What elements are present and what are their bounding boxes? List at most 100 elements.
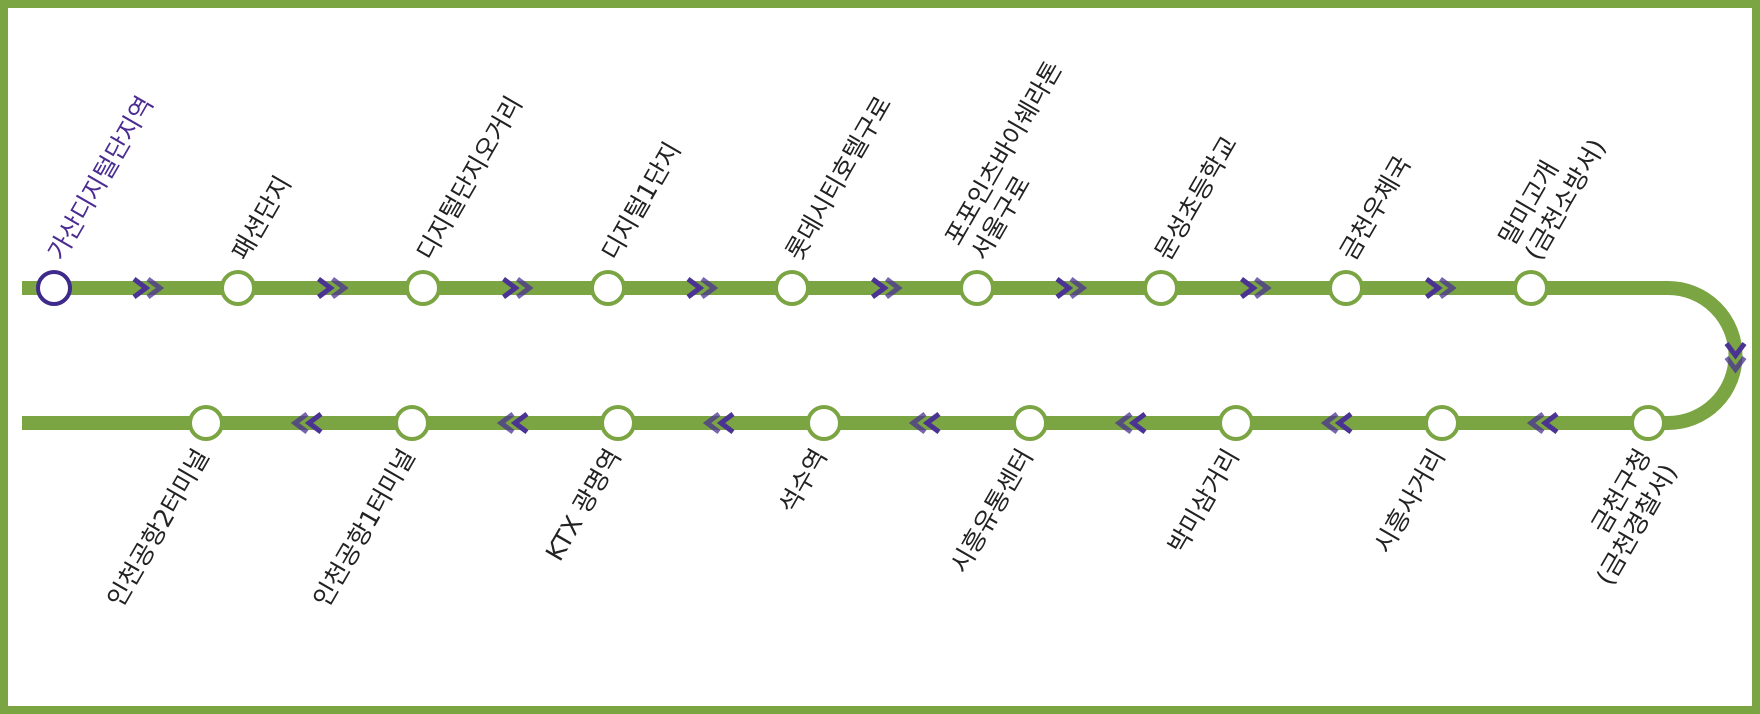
chevron-icon [1724, 356, 1747, 374]
lower-stop-label-4: 석수역 [773, 444, 833, 518]
lower-stop-marker-4[interactable] [806, 405, 842, 441]
lower-stop-marker-7[interactable] [188, 405, 224, 441]
direction-arrow-right [871, 277, 903, 299]
chevron-icon [304, 412, 323, 434]
direction-arrow-left [1526, 412, 1559, 434]
direction-arrows [132, 277, 1747, 434]
chevron-icon [871, 277, 889, 299]
chevron-icon [317, 277, 335, 299]
upper-stop-marker-7[interactable] [1328, 270, 1364, 306]
chevron-icon [1439, 277, 1457, 299]
upper-stop-label-0: 가산디지털단지역 [42, 91, 159, 265]
upper-stop-marker-8[interactable] [1513, 270, 1549, 306]
upper-stop-marker-6[interactable] [1143, 270, 1179, 306]
lower-stop-label-1: 시흥사거리 [1368, 444, 1451, 558]
chevron-icon [885, 277, 903, 299]
lower-stop-marker-3[interactable] [1012, 405, 1048, 441]
upper-stop-label-7: 금천우체국 [1334, 151, 1417, 265]
chevron-icon [1320, 412, 1339, 434]
lower-stop-label-line: KTX 광명역 [540, 444, 627, 566]
chevron-icon [510, 412, 529, 434]
direction-arrow-left [908, 412, 941, 434]
chevron-icon [502, 277, 520, 299]
chevron-icon [700, 277, 719, 299]
lower-stop-label-0: 금천구청(금천경찰서) [1565, 444, 1683, 590]
direction-arrow-right [686, 277, 719, 299]
lower-stop-label-3: 시흥유통센터 [945, 444, 1039, 578]
lower-stop-marker-2[interactable] [1218, 405, 1254, 441]
chevron-icon [1526, 412, 1545, 434]
chevron-icon [1425, 277, 1443, 299]
lower-stop-label-line: 시흥유통센터 [945, 444, 1039, 578]
upper-stop-marker-2[interactable] [405, 270, 441, 306]
upper-stop-label-2: 디지털단지오거리 [411, 91, 528, 265]
chevron-icon [290, 412, 309, 434]
chevron-icon [922, 412, 941, 434]
lower-stop-label-line: 인천공항1터미널 [307, 444, 421, 612]
route-line [22, 281, 1743, 430]
upper-stop-label-6: 문성초등학교 [1149, 131, 1243, 265]
direction-arrow-left [1114, 412, 1147, 434]
chevron-icon [1114, 412, 1133, 434]
chevron-icon [702, 412, 721, 434]
lower-stop-marker-5[interactable] [600, 405, 636, 441]
chevron-icon [146, 277, 165, 299]
chevron-icon [132, 277, 151, 299]
direction-arrow-left [290, 412, 323, 434]
chevron-icon [331, 277, 349, 299]
upper-stop-label-line: 문성초등학교 [1149, 131, 1243, 265]
upper-stop-marker-1[interactable] [220, 270, 256, 306]
lower-stop-label-line: 시흥사거리 [1368, 444, 1451, 558]
lower-stop-marker-0[interactable] [1630, 405, 1666, 441]
chevron-icon [686, 277, 705, 299]
direction-arrow-right [317, 277, 349, 299]
route-path [22, 281, 1743, 430]
lower-stop-marker-6[interactable] [394, 405, 430, 441]
stop-labels: 가산디지털단지역 패션단지 디지털단지오거리 디지털1단지 롯데시티호텔구로 포포인츠바이… [42, 56, 1683, 611]
upper-stop-label-3: 디지털1단지 [596, 137, 687, 265]
upper-stop-label-8: 말미고개(금천소방서) [1493, 119, 1611, 265]
chevron-icon [908, 412, 927, 434]
chevron-icon [1069, 277, 1088, 299]
direction-arrow-right [502, 277, 534, 299]
chevron-icon [1724, 342, 1747, 360]
lower-stop-label-7: 인천공항2터미널 [101, 444, 215, 612]
chevron-icon [716, 412, 735, 434]
chevron-icon [1055, 277, 1074, 299]
chevron-icon [1540, 412, 1559, 434]
upper-stop-label-4: 롯데시티호텔구로 [780, 91, 897, 265]
chevron-icon [516, 277, 534, 299]
upper-stop-marker-5[interactable] [959, 270, 995, 306]
lower-stop-label-line: 박미삼거리 [1162, 444, 1245, 558]
chevron-icon [1240, 277, 1258, 299]
lower-stop-label-line: 석수역 [773, 444, 833, 518]
chevron-icon [1334, 412, 1353, 434]
direction-arrow-left [496, 412, 529, 434]
upper-stop-marker-0[interactable] [36, 270, 72, 306]
upper-stop-label-1: 패션단지 [226, 171, 297, 265]
lower-stop-label-2: 박미삼거리 [1162, 444, 1245, 558]
upper-stop-label-line: 가산디지털단지역 [42, 91, 159, 265]
upper-stop-label-line: 디지털1단지 [596, 137, 687, 265]
upper-stop-label-line: 디지털단지오거리 [411, 91, 528, 265]
direction-arrow-left [1320, 412, 1353, 434]
lower-stop-label-line: 인천공항2터미널 [101, 444, 215, 612]
direction-arrow-left [702, 412, 735, 434]
lower-stop-marker-1[interactable] [1424, 405, 1460, 441]
direction-arrow-right [1425, 277, 1457, 299]
upper-stop-marker-3[interactable] [590, 270, 626, 306]
chevron-icon [496, 412, 515, 434]
lower-stop-label-5: KTX 광명역 [540, 444, 627, 566]
direction-arrow-down [1724, 342, 1747, 374]
direction-arrow-right [132, 277, 165, 299]
upper-stop-label-5: 포포인츠바이쉐라톤서울구로 [939, 56, 1094, 265]
lower-stop-label-6: 인천공항1터미널 [307, 444, 421, 612]
upper-stop-marker-4[interactable] [774, 270, 810, 306]
upper-stop-label-line: 롯데시티호텔구로 [780, 91, 897, 265]
stop-markers [36, 270, 1666, 441]
upper-stop-label-line: 금천우체국 [1334, 151, 1417, 265]
upper-stop-label-line: 패션단지 [226, 171, 297, 265]
direction-arrow-right [1240, 277, 1272, 299]
